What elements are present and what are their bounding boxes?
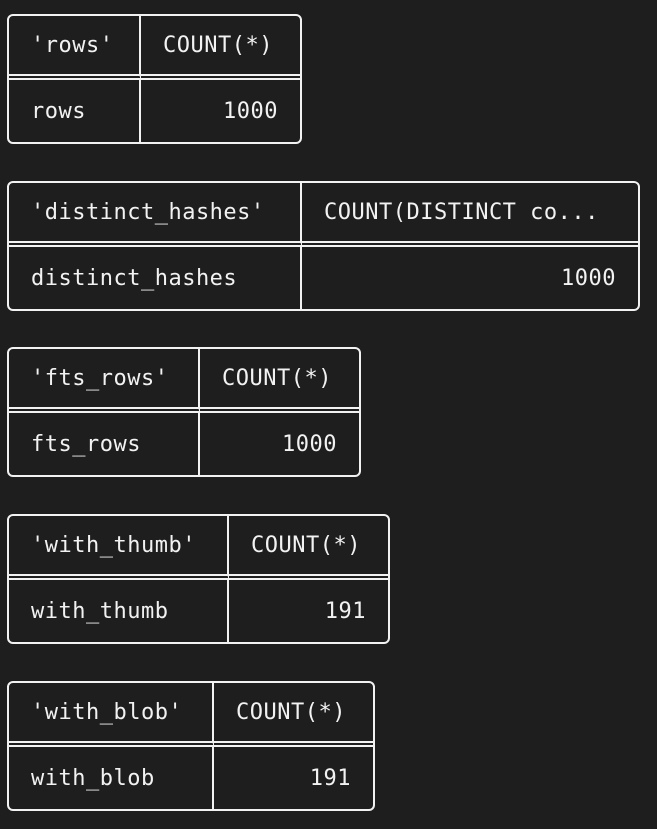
table-row: with_blob 191 [9,747,373,809]
table-cell: with_thumb [9,580,229,642]
header-row: 'distinct_hashes' COUNT(DISTINCT co... [9,183,638,247]
column-header: COUNT(*) [141,16,300,80]
column-header: COUNT(*) [229,516,388,580]
column-header: COUNT(*) [200,349,359,413]
column-header: COUNT(DISTINCT co... [302,183,638,247]
table-row: with_thumb 191 [9,580,388,642]
column-header: 'rows' [9,16,141,80]
result-table-with-blob: 'with_blob' COUNT(*) with_blob 191 [7,681,375,811]
table-cell: 1000 [282,431,337,457]
column-header: 'with_blob' [9,683,214,747]
result-table-distinct-hashes: 'distinct_hashes' COUNT(DISTINCT co... d… [7,181,640,311]
header-row: 'rows' COUNT(*) [9,16,300,80]
table-cell: 1000 [561,265,616,291]
table-cell: distinct_hashes [9,247,302,309]
table-cell: rows [9,80,141,142]
column-header: 'distinct_hashes' [9,183,302,247]
table-cell: 191 [309,765,351,791]
result-table-fts-rows: 'fts_rows' COUNT(*) fts_rows 1000 [7,347,361,477]
table-row: fts_rows 1000 [9,413,359,475]
header-row: 'with_blob' COUNT(*) [9,683,373,747]
table-cell: 1000 [223,98,278,124]
result-table-with-thumb: 'with_thumb' COUNT(*) with_thumb 191 [7,514,390,644]
result-table-rows: 'rows' COUNT(*) rows 1000 [7,14,302,144]
column-header: 'fts_rows' [9,349,200,413]
column-header: 'with_thumb' [9,516,229,580]
header-row: 'with_thumb' COUNT(*) [9,516,388,580]
column-header: COUNT(*) [214,683,373,747]
table-row: distinct_hashes 1000 [9,247,638,309]
table-cell: with_blob [9,747,214,809]
table-cell: fts_rows [9,413,200,475]
header-row: 'fts_rows' COUNT(*) [9,349,359,413]
table-row: rows 1000 [9,80,300,142]
table-cell: 191 [324,598,366,624]
